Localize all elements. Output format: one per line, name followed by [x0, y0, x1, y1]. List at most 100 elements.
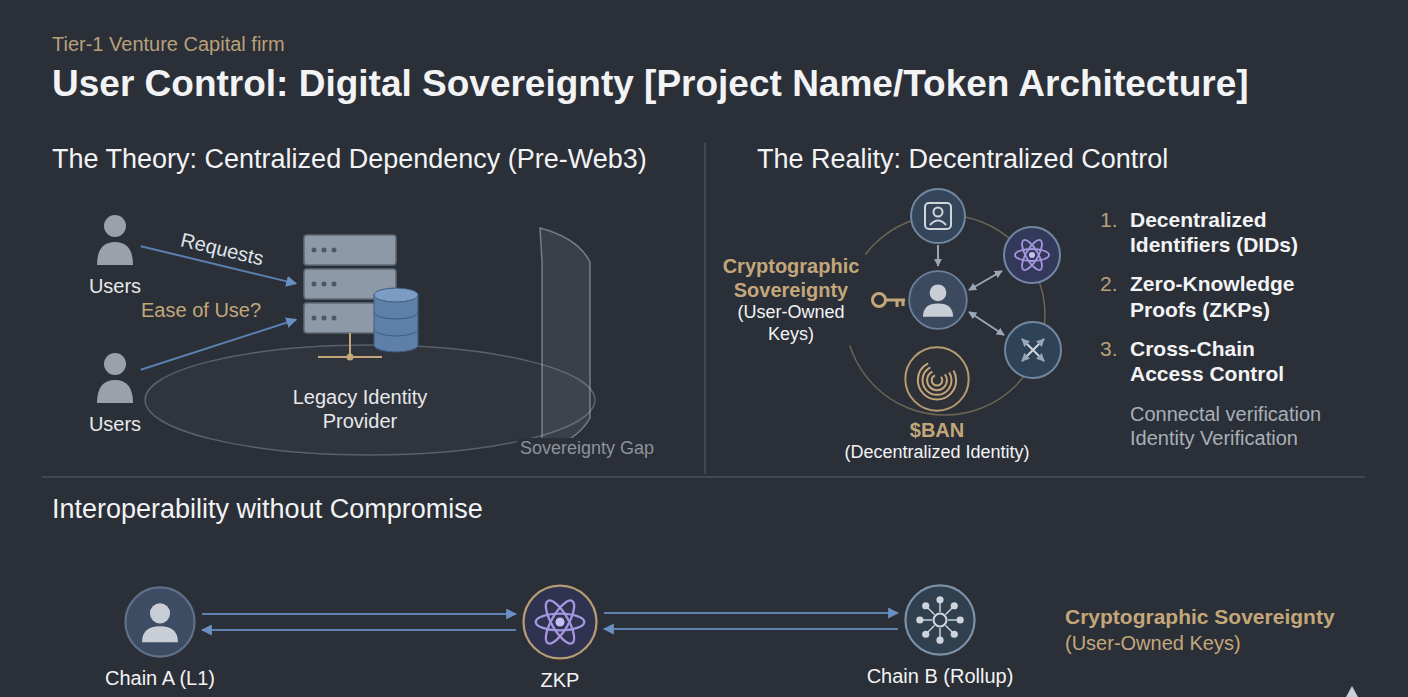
- node-shape-part: [909, 271, 967, 329]
- node-shape-part: [104, 353, 126, 375]
- node-shape: [908, 270, 968, 330]
- node-caption: Users: [70, 274, 160, 298]
- node-shape-part: [312, 248, 317, 253]
- node-shape-part: [951, 631, 958, 638]
- expand-icon: [969, 312, 1061, 378]
- edge-label: Requests: [178, 228, 266, 271]
- node-shape-part: [142, 626, 178, 642]
- chain-circle: Chain A (L1): [124, 586, 196, 658]
- node-shape-part: [918, 361, 956, 399]
- node-label: Legacy Identity Provider: [265, 385, 455, 433]
- list-row: Connectal verification: [1100, 402, 1400, 426]
- node-shape-part: [922, 631, 929, 638]
- node-shape-part: [936, 637, 943, 644]
- node-shape-part: [349, 333, 351, 357]
- list-item: Zero-Knowledge Proofs (ZKPs): [1130, 271, 1320, 321]
- expand-icon-part: [969, 312, 1004, 335]
- node-shape-part: [905, 585, 974, 654]
- node-label: Chain A (L1): [70, 666, 250, 690]
- sovereignty-label: Cryptographic Sovereignty: [1065, 604, 1335, 629]
- node-caption: Chain B (Rollup): [840, 664, 1040, 688]
- node-shape-part: [374, 295, 418, 352]
- node-shape-part: [524, 586, 597, 659]
- node-shape-part: [374, 312, 418, 336]
- flow-arrow: [604, 612, 898, 614]
- node-shape-part: [951, 602, 958, 609]
- atom-icon-part: [1015, 249, 1049, 261]
- key-icon-part: [873, 294, 886, 307]
- node-shape-part: [536, 614, 585, 631]
- list-row: 1.Decentralized Identifiers (DIDs): [1100, 207, 1400, 257]
- expand-icon-part: [1022, 339, 1044, 361]
- node-label: Cryptographic Sovereignty: [716, 254, 866, 302]
- node-label: ZKP: [500, 668, 620, 692]
- atom-icon-part: [1004, 227, 1060, 283]
- node-caption: Chain A (L1): [70, 666, 250, 690]
- gap-label: Sovereignty Gap: [517, 438, 657, 460]
- atom-icon-part: [1018, 237, 1045, 272]
- atom-icon-part: [1018, 237, 1045, 272]
- question-label: Ease of Use?: [141, 298, 261, 322]
- sovereignty-gap-cylinder-part: [540, 228, 590, 452]
- list-row: 2.Zero-Knowledge Proofs (ZKPs): [1100, 271, 1400, 321]
- node-shape-part: [322, 248, 327, 253]
- sovereignty-gap-cylinder: [145, 228, 595, 455]
- node-shape: [904, 346, 970, 412]
- node-caption: Cryptographic Sovereignty(User-Owned Key…: [716, 254, 866, 345]
- page-title: User Control: Digital Sovereignty [Proje…: [52, 62, 1249, 106]
- flow-arrow: [141, 320, 296, 370]
- list-note: Identity Verification: [1130, 426, 1390, 450]
- list-row: Identity Verification: [1100, 426, 1400, 450]
- id-card-icon-part: [911, 189, 965, 243]
- corner-mark-part: [1346, 686, 1358, 697]
- identity-server: Legacy Identity Provider: [300, 233, 420, 365]
- list-row: 3.Cross-Chain Access Control: [1100, 336, 1400, 386]
- key-icon: [873, 294, 906, 308]
- node-shape-part: [312, 282, 317, 287]
- list-note: Connectal verification: [1130, 402, 1390, 426]
- list-number: 3.: [1100, 336, 1130, 386]
- id-card-icon-part: [930, 221, 946, 226]
- user-icon: Users: [95, 352, 135, 404]
- node-shape-part: [125, 587, 194, 656]
- atom-icon-part: [1029, 252, 1035, 258]
- chain-circle: Chain B (Rollup): [904, 584, 976, 656]
- id-card-icon-part: [937, 245, 939, 266]
- node-shape: [124, 586, 196, 658]
- id-card-icon: [911, 189, 965, 266]
- feature-list: 1.Decentralized Identifiers (DIDs) 2.Zero…: [1100, 207, 1400, 450]
- node-shape-part: [905, 347, 968, 410]
- atom-icon-part: [969, 271, 1002, 290]
- node-shape-part: [936, 596, 943, 603]
- node-caption: Users: [70, 412, 160, 436]
- node-shape-part: [332, 248, 337, 253]
- node-shape-part: [150, 603, 170, 623]
- node-shape-part: [104, 215, 126, 237]
- node-caption: ZKP: [500, 668, 620, 692]
- key-icon-part: [902, 300, 905, 306]
- section-divider-part: [42, 476, 1365, 478]
- node-shape-part: [541, 597, 580, 647]
- node-shape-part: [555, 617, 564, 626]
- sovereignty-label: (User-Owned Keys): [1065, 631, 1241, 655]
- key-icon-part: [896, 300, 899, 307]
- list-number: 2.: [1100, 271, 1130, 321]
- id-card-icon-part: [925, 203, 951, 229]
- node-shape-part: [930, 284, 947, 301]
- user-icon: Users: [95, 214, 135, 266]
- list-item: Decentralized Identifiers (DIDs): [1130, 207, 1320, 257]
- section-heading: The Reality: Decentralized Control: [757, 143, 1168, 175]
- node-shape: [95, 352, 135, 404]
- section-heading: The Theory: Centralized Dependency (Pre-…: [52, 143, 647, 175]
- node-shape-part: [304, 235, 396, 265]
- node-shape-part: [541, 597, 580, 647]
- node-sublabel: (User-Owned Keys): [716, 302, 866, 345]
- list-item: Cross-Chain Access Control: [1130, 336, 1320, 386]
- node-shape-part: [322, 316, 327, 321]
- node-shape-part: [312, 316, 317, 321]
- node-label: Users: [70, 412, 160, 436]
- node-shape-part: [97, 380, 133, 403]
- user-key-circle: Cryptographic Sovereignty(User-Owned Key…: [908, 270, 968, 330]
- node-shape-part: [347, 354, 354, 361]
